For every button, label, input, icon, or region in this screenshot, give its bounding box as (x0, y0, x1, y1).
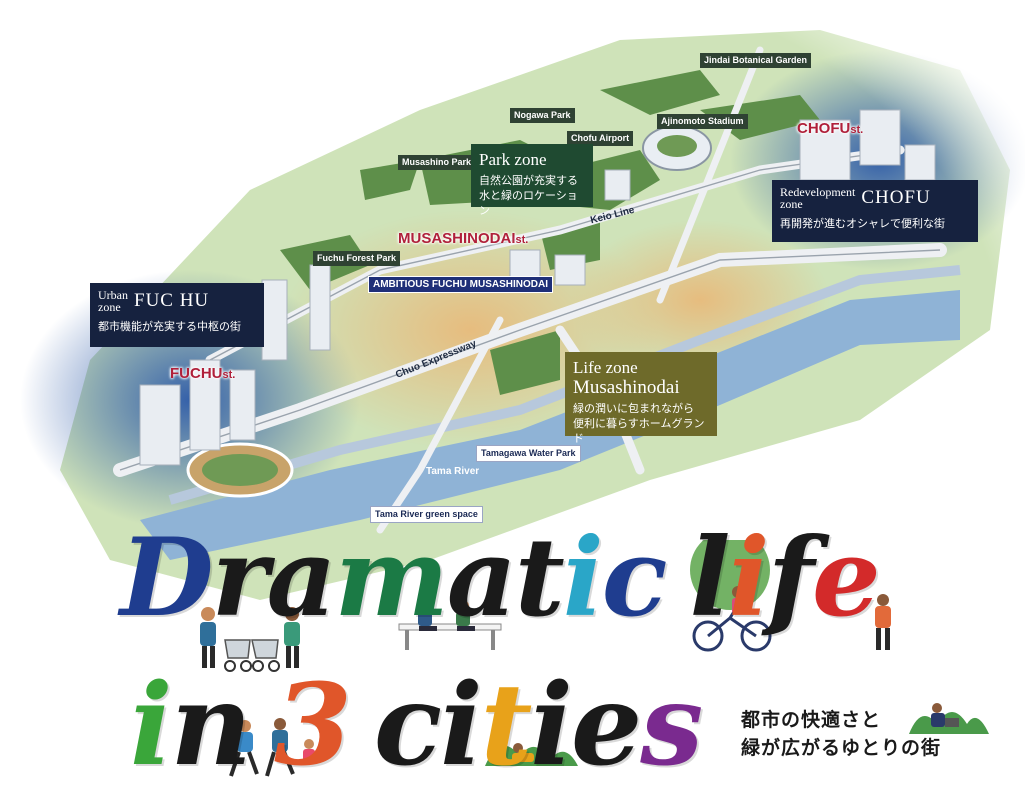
headline-line1-letter: D (120, 515, 214, 641)
headline-line2-letter: i (530, 660, 573, 791)
headline-line1-letter (666, 515, 690, 641)
label-chofu-airport: Chofu Airport (567, 131, 634, 146)
zone-urban-desc: 都市機能が充実する中枢の街 (98, 320, 241, 333)
zone-park-line1: 自然公園が充実する (479, 174, 578, 187)
headline-line2-letter: t (480, 660, 533, 791)
label-tama-river-green-space: Tama River green space (370, 506, 483, 523)
label-musashino-park: Musashino Park (398, 155, 476, 170)
station-musashinodai: MUSASHINODAIst. (398, 230, 528, 247)
label-fuchu-forest-park: Fuchu Forest Park (313, 251, 401, 266)
headline-line1-letter: l (689, 515, 731, 641)
people-on-bench-illustration (398, 600, 502, 650)
headline-line1-letter: c (601, 515, 668, 641)
label-nogawa-park: Nogawa Park (510, 108, 575, 123)
zone-redev-name: CHOFU (861, 187, 931, 208)
headline-line1-letter: e (812, 515, 881, 641)
headline-line1-letter: r (211, 515, 269, 641)
headline-line1-letter: i (728, 515, 770, 641)
zone-redev-small1: Redevelopment (780, 185, 856, 199)
station-chofu: CHOFUst. (797, 120, 863, 137)
headline-line2-letter: i (440, 660, 483, 791)
zone-life-line1: 緑の潤いに包まれながら (573, 402, 694, 415)
zone-park-title: Park zone (479, 150, 547, 169)
headline-line2-letter (350, 660, 374, 791)
headline-line2-letter: 3 (273, 660, 352, 791)
zone-urban-small2: zone (98, 300, 121, 314)
station-musashinodai-suffix: st. (515, 234, 529, 246)
zone-park: Park zone 自然公園が充実する 水と緑のロケーション (471, 144, 593, 217)
zone-life-line2: 便利に暮らすホームグランド (573, 417, 705, 445)
headline-line1: Dramatic life (120, 515, 881, 641)
headline-line1-letter: m (334, 515, 449, 641)
walker-illustration (875, 594, 891, 650)
headline-line2-letter: n (170, 660, 252, 791)
headline-line1-letter: a (266, 515, 337, 641)
family-running-illustration (229, 718, 315, 777)
label-ambitious-fuchu-musashinodai: AMBITIOUS FUCHU MUSASHINODAI (368, 276, 553, 293)
station-fuchu-name: FUCHU (170, 365, 223, 382)
headline-line2-letter (250, 660, 274, 791)
tagline-line1: 都市の快適さと (741, 709, 882, 731)
headline-line2-letter: s (640, 660, 703, 791)
zone-redev-small2: zone (780, 197, 803, 211)
zone-life-musashinodai: Life zone Musashinodai 緑の潤いに包まれながら 便利に暮ら… (565, 352, 717, 445)
zone-park-line2: 水と緑のロケーション (479, 189, 578, 217)
station-chofu-name: CHOFU (797, 120, 851, 137)
label-tamagawa-water-park: Tamagawa Water Park (476, 445, 581, 462)
cyclist-illustration (690, 540, 772, 652)
label-jindai-botanical-garden: Jindai Botanical Garden (700, 53, 812, 68)
station-chofu-suffix: st. (850, 124, 864, 136)
zone-life-title1: Life zone (573, 358, 638, 377)
tagline-line2: 緑が広がるゆとりの街 (741, 737, 942, 759)
label-tama-river: Tama River (426, 466, 480, 477)
laptop-person-illustration (909, 703, 989, 734)
station-fuchu-suffix: st. (222, 369, 236, 381)
headline-line2-letter: e (570, 660, 642, 791)
tagline: 都市の快適さと 緑が広がるゆとりの街 (741, 706, 941, 762)
reading-person-illustration (485, 743, 578, 766)
headline-line1-letter: i (562, 515, 604, 641)
headline-line1-letter: t (514, 515, 565, 641)
zone-life-title2: Musashinodai (573, 377, 680, 398)
headline-line1-letter: a (446, 515, 517, 641)
zone-urban-name: FUC HU (134, 290, 210, 311)
zone-urban-small1: Urban (98, 288, 128, 302)
label-ajinomoto-stadium: Ajinomoto Stadium (657, 114, 748, 129)
people-with-strollers-illustration (200, 607, 300, 672)
headline-line2-letter: c (373, 660, 442, 791)
zone-redev-desc: 再開発が進むオシャレで便利な街 (780, 217, 945, 230)
headline-line2-letter: i (130, 660, 173, 791)
station-musashinodai-name: MUSASHINODAI (398, 230, 516, 247)
station-fuchu: FUCHUst. (170, 365, 235, 382)
headline-line1-letter: f (767, 515, 814, 641)
headline-line2: in 3 cities (130, 660, 703, 791)
